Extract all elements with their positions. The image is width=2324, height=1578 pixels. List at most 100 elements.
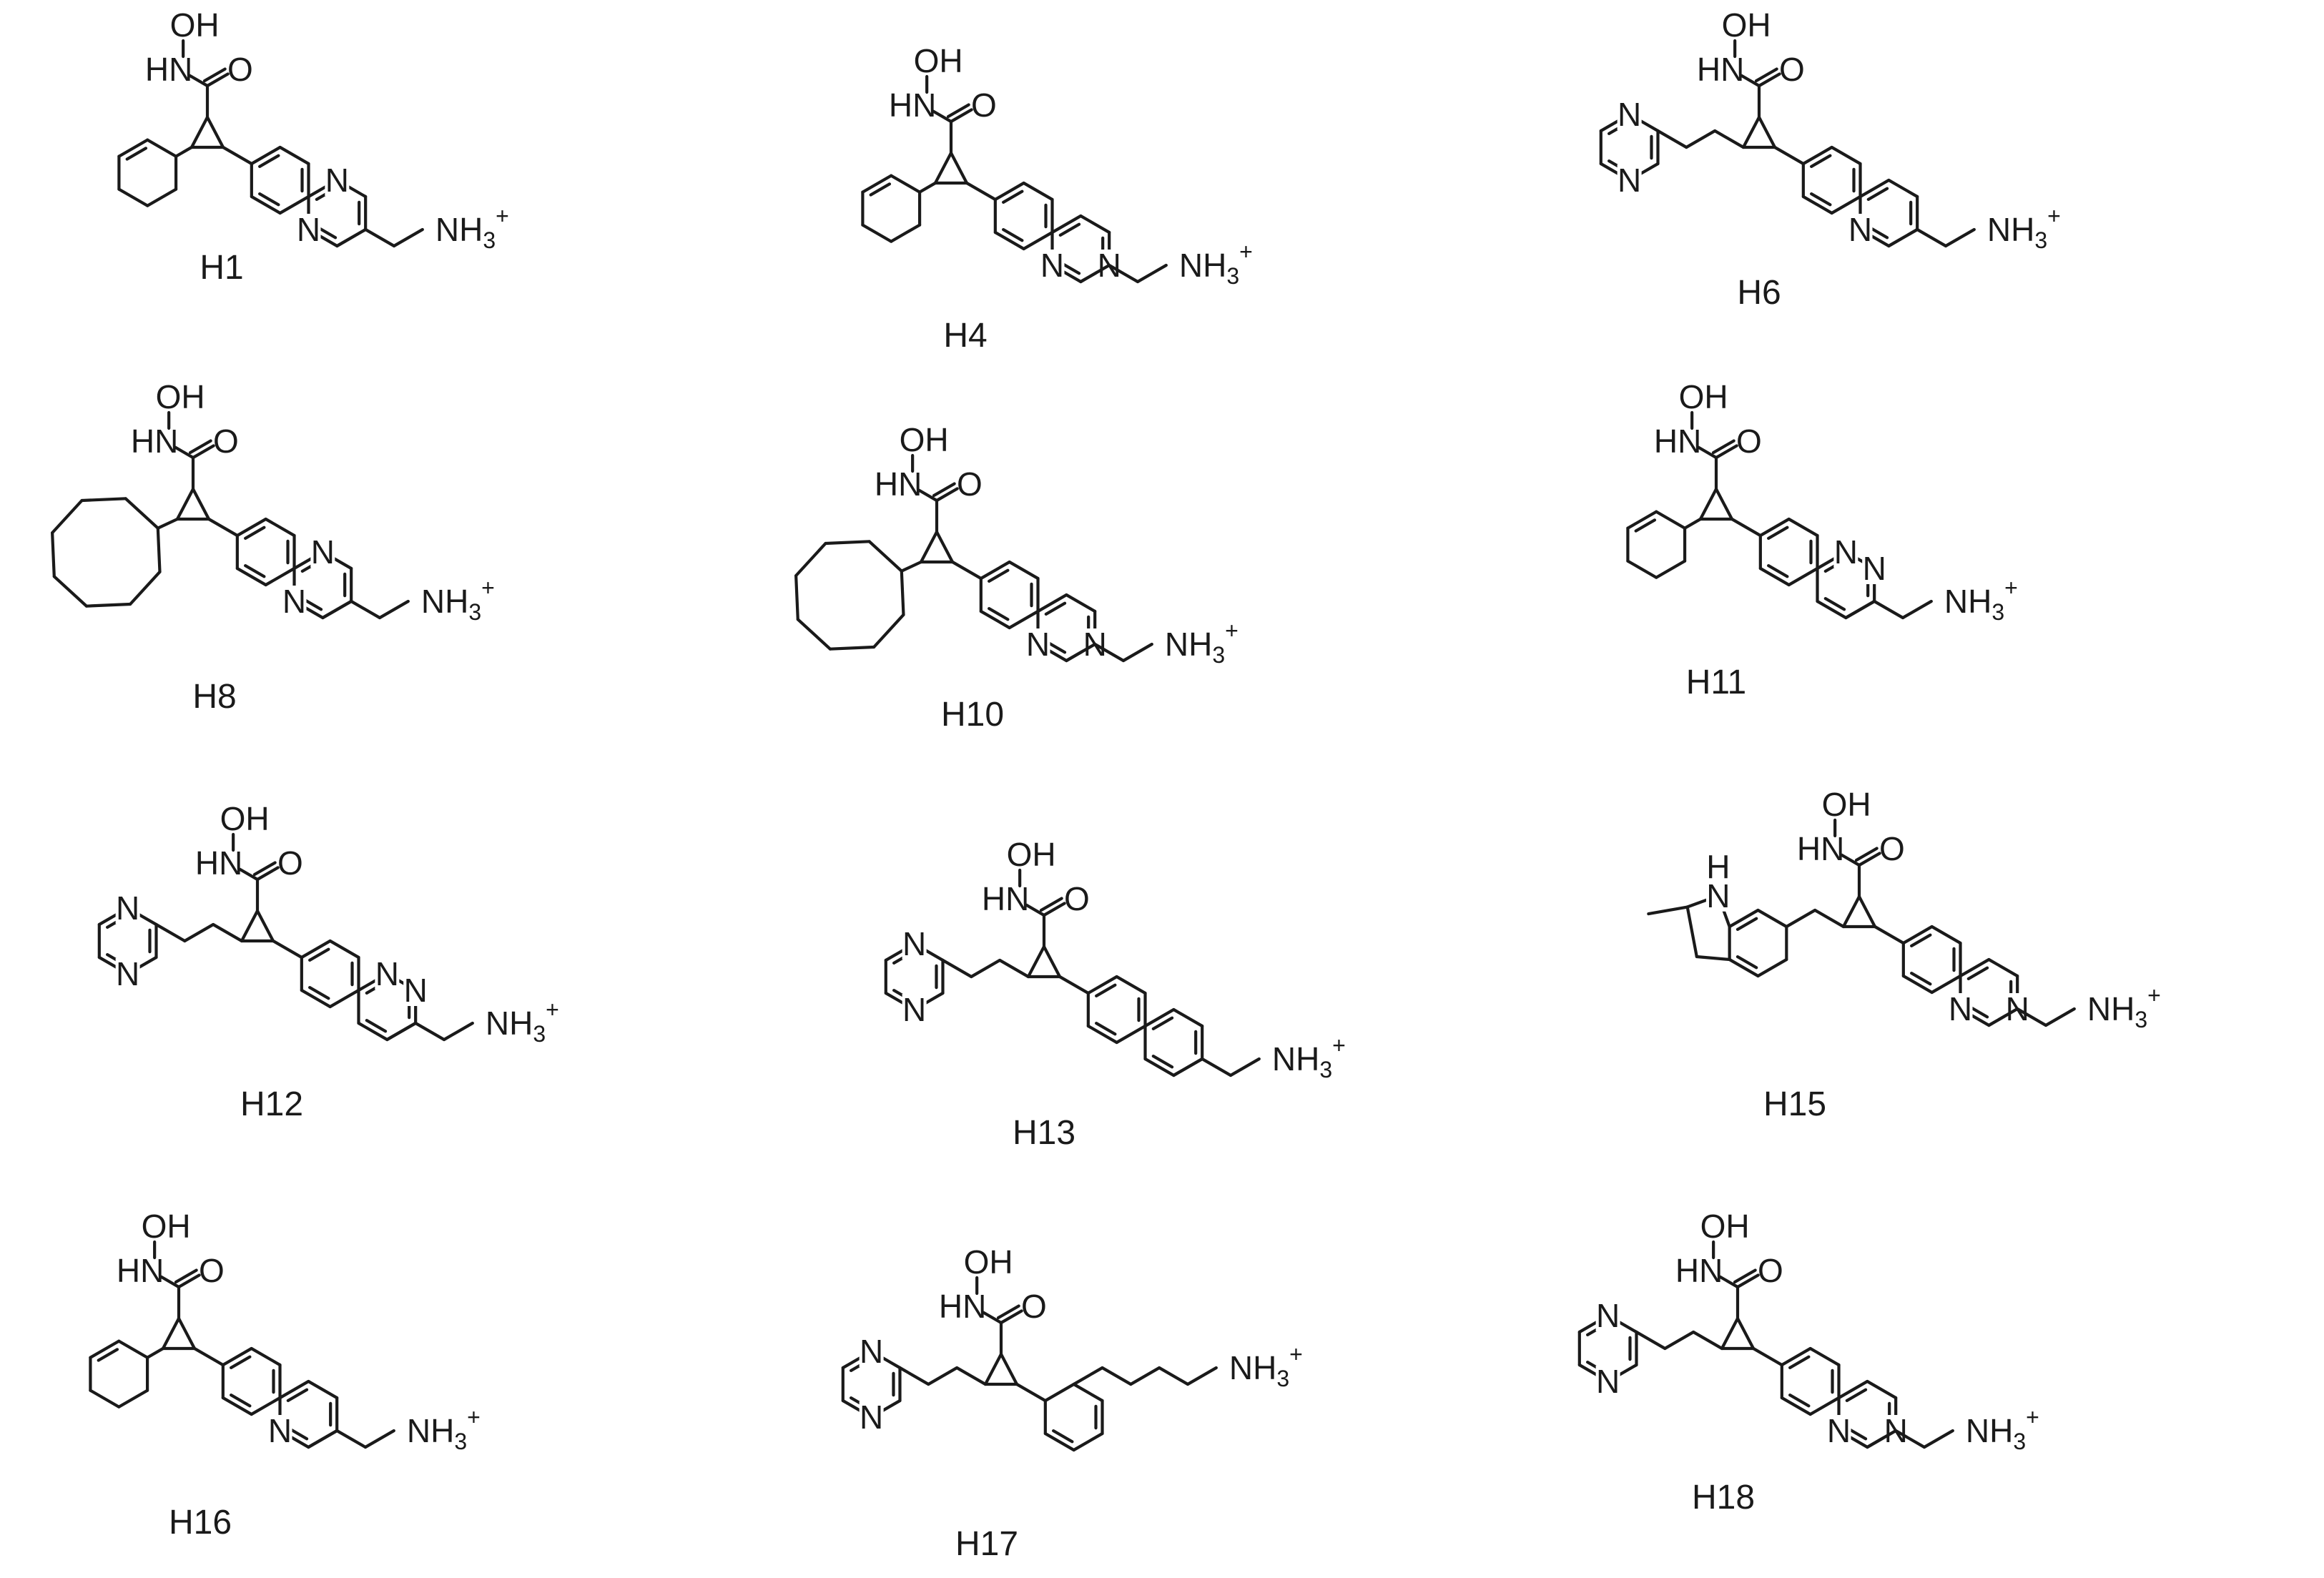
cyclooctane-bond (51, 498, 84, 535)
pyrazine-nitrogen: N (860, 1333, 883, 1370)
double-bond (308, 947, 330, 962)
double-bond (365, 1019, 388, 1033)
double-bond (1810, 192, 1832, 207)
cyclooctane-bond (794, 541, 827, 578)
compound-label: H6 (1737, 274, 1781, 312)
bond (192, 1346, 225, 1367)
indole-benzene-bond (1728, 957, 1760, 978)
carbonyl-double-bond (1854, 847, 1879, 862)
carbonyl-oxygen: O (1758, 1252, 1783, 1289)
cyclohexene-bond (117, 1389, 149, 1409)
bond (207, 517, 239, 538)
alkyl-chain-bond (1894, 1429, 1926, 1449)
phenyl-bond (221, 1346, 253, 1367)
ethyl-bond (1663, 1330, 1695, 1351)
double-bond (308, 986, 330, 1000)
alkyl-chain-bond (442, 1021, 474, 1042)
bond (1730, 517, 1762, 538)
carbonyl-oxygen: O (227, 51, 253, 88)
indole-benzene-bond (1728, 908, 1760, 929)
bond (1058, 975, 1090, 995)
cyclopropane-bond (205, 115, 225, 149)
alkyl-chain-bond (378, 599, 410, 620)
bond (145, 1346, 165, 1359)
bond (1656, 129, 1688, 149)
alkyl-chain-bond (2016, 1007, 2048, 1027)
amide-bond (159, 1275, 181, 1289)
bond (271, 939, 303, 960)
heteroaryl-bond (278, 1379, 310, 1400)
double-bond (1058, 222, 1081, 237)
compound-label: H12 (240, 1085, 303, 1123)
carbonyl-oxygen: O (1021, 1288, 1047, 1325)
cyclohexene-bond (1626, 510, 1658, 530)
phenyl-bond (278, 194, 310, 215)
amide-nh: HN (875, 465, 922, 503)
alkyl-chain-bond (1922, 1429, 1954, 1449)
cyclopropane-bond (919, 530, 939, 564)
hydroxyl: OH (220, 800, 270, 837)
double-bond (244, 526, 266, 540)
cyclohexene-bond (146, 187, 178, 207)
phenyl-bond (1008, 560, 1040, 581)
cyclopropane-bond (1714, 487, 1734, 521)
cyclooctane-bond (828, 645, 876, 651)
pyrazine-nitrogen: N (1596, 1363, 1620, 1400)
ammonium-group: NH3+ (1165, 618, 1239, 668)
double-bond (1095, 983, 1117, 997)
cyclooctane-bond (51, 531, 56, 578)
ethyl-bond (1813, 908, 1846, 929)
double-bond (258, 154, 280, 168)
pyrazine-nitrogen-mask (1595, 1366, 1620, 1397)
carbonyl-bond (1735, 1273, 1760, 1289)
double-bond (258, 192, 280, 207)
amide-nh: HN (889, 87, 936, 124)
cyclopropane-bond (1757, 115, 1777, 149)
cyclopropane-bond (1841, 894, 1861, 929)
carbonyl-bond (1042, 902, 1066, 917)
ethyl-bond (970, 958, 1002, 979)
pyrazine-nitrogen: N (1618, 96, 1641, 133)
heteroaryl-nitrogen: N (1827, 1412, 1851, 1449)
double-bond (1823, 597, 1846, 611)
heteroaryl-bond (357, 1021, 389, 1042)
cyclopropane-bond (189, 115, 210, 149)
ammonium-group: NH3+ (1229, 1341, 1303, 1391)
carbonyl-oxygen: O (1736, 423, 1762, 460)
ethyl-bond (955, 1366, 988, 1386)
cyclooctane-bond (867, 540, 903, 573)
pyrazine-nitrogen: N (1618, 162, 1641, 199)
phenyl-bond (300, 988, 332, 1009)
amide-bond (1718, 1275, 1740, 1289)
carbonyl-oxygen: O (1879, 830, 1905, 867)
cyclohexene-bond (1655, 510, 1687, 530)
heteroaryl-nitrogen-mask (325, 164, 350, 196)
alkyl-chain-bond (1844, 599, 1876, 620)
carbonyl-bond (1757, 72, 1781, 88)
phenyl-bond (1115, 1024, 1147, 1045)
ammonium-group: NH3+ (486, 997, 559, 1047)
double-bond (1866, 187, 1889, 201)
heteroaryl-nitrogen-mask (375, 958, 400, 990)
carbonyl-double-bond (174, 1268, 198, 1284)
amide-nh: HN (1675, 1252, 1723, 1289)
carbonyl-oxygen: O (1064, 880, 1090, 917)
cyclopropane-bond (933, 151, 953, 185)
heteroaryl-nitrogen-mask (296, 214, 321, 245)
double-bond (988, 607, 1010, 621)
ethyl-bond (1685, 129, 1717, 149)
cyclooctane-bond (52, 575, 89, 608)
cyclopropane-bond (161, 1316, 181, 1351)
heteroaryl-bond (1837, 1379, 1869, 1400)
phenyl-bond (1072, 1382, 1104, 1403)
heteroaryl-bond (1050, 214, 1083, 235)
alkyl-chain-bond (350, 599, 382, 620)
phenyl-bond (1072, 1431, 1104, 1452)
amide-nh: HN (1654, 423, 1701, 460)
heteroaryl-nitrogen-mask (310, 536, 335, 568)
alkyl-chain-bond (1901, 599, 1933, 620)
phenyl-bond (1901, 924, 1934, 945)
